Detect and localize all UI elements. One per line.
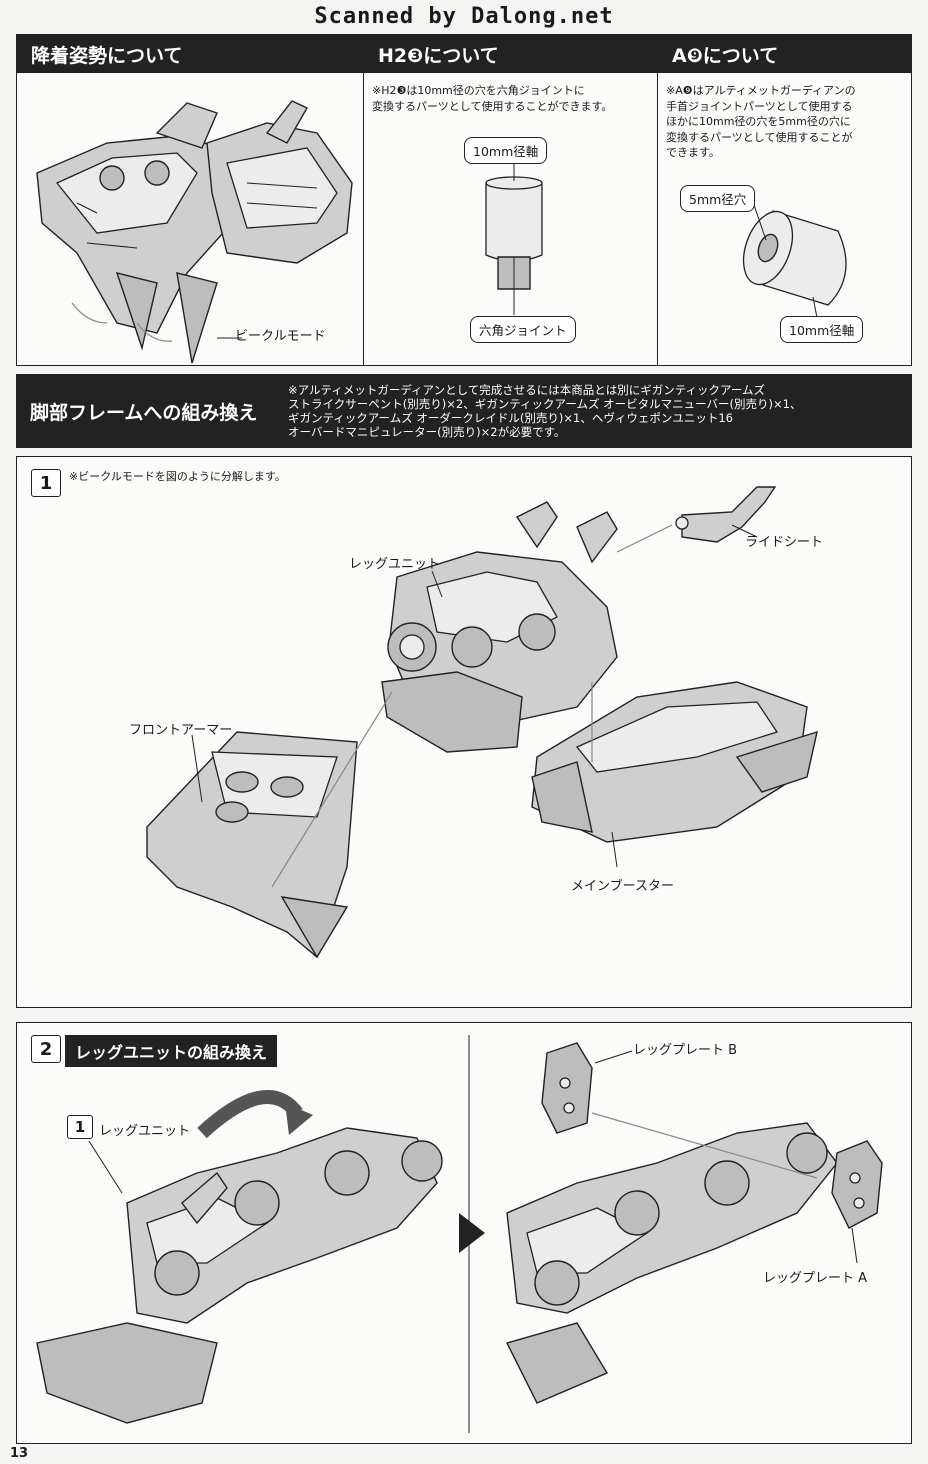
step1-number: 1 (31, 469, 61, 497)
landing-panel: 降着姿勢について ビークルモード (16, 34, 364, 366)
h2-note: ※H2❸は10mm径の穴を六角ジョイントに 変換するパーツとして使用することがで… (372, 84, 613, 113)
step2-panel: 2 レッグユニットの組み換え 1 レッグユニット レッグプ (16, 1022, 912, 1444)
label-5mm-hole: 5mm径穴 (680, 185, 756, 212)
hex-joint-illustration (485, 161, 543, 315)
step1-note: ※ビークルモードを図のように分解します。 (69, 470, 286, 483)
label-leg-unit: レッグユニット (349, 557, 441, 572)
scan-credit: Scanned by Dalong.net (314, 4, 614, 29)
a9-note: ※A❾はアルティメットガーディアンの 手首ジョイントパーツとして使用する ほかに… (666, 84, 856, 159)
step2-illustration (36, 1035, 883, 1433)
landing-title: 降着姿勢について (31, 44, 183, 67)
label-leg-plate-b: レッグプレート B (633, 1043, 738, 1058)
h2-header: H2❸について (364, 35, 657, 73)
a9-header: A❾について (658, 35, 911, 73)
adapter-illustration (742, 201, 847, 324)
a9-panel: A❾について ※A❾はアルティメットガーディアンの 手首ジョイントパーツとして使… (657, 34, 912, 366)
step2-ref-number: 1 (67, 1115, 93, 1139)
label-ride-seat: ライドシート (745, 535, 824, 550)
step1-panel: 1 ※ビークルモードを図のように分解します。 レッグユニット (16, 456, 912, 1008)
label-main-booster: メインブースター (571, 879, 674, 894)
landing-header: 降着姿勢について (17, 35, 363, 73)
vehicle-mode-illustration (36, 100, 353, 364)
h2-title: H2❸について (378, 44, 499, 67)
leg-frame-header: 脚部フレームへの組み換え ※アルティメットガーディアンとして完成させるには本商品… (16, 374, 912, 448)
h2-panel: H2❸について ※H2❸は10mm径の穴を六角ジョイントに 変換するパーツとして… (363, 34, 658, 366)
label-leg-plate-a: レッグプレート A (763, 1271, 868, 1286)
label-vehicle-mode: ビークルモード (235, 329, 326, 344)
a9-title: A❾について (672, 44, 779, 67)
step1-illustration (146, 486, 818, 959)
label-hex-joint: 六角ジョイント (470, 316, 576, 343)
label-10mm-shaft: 10mm径軸 (464, 137, 548, 164)
step2-number: 2 (31, 1035, 61, 1063)
leg-frame-title: 脚部フレームへの組み換え (30, 401, 258, 424)
label-front-armor: フロントアーマー (129, 723, 233, 738)
page-number: 13 (10, 1446, 29, 1461)
label-a9-10mm-shaft: 10mm径軸 (780, 316, 864, 343)
label-step2-leg-unit: レッグユニット (99, 1124, 191, 1139)
step2-title: レッグユニットの組み換え (65, 1035, 278, 1067)
leg-frame-note: ※アルティメットガーディアンとして完成させるには本商品とは別にギガンティックアー… (288, 383, 802, 439)
